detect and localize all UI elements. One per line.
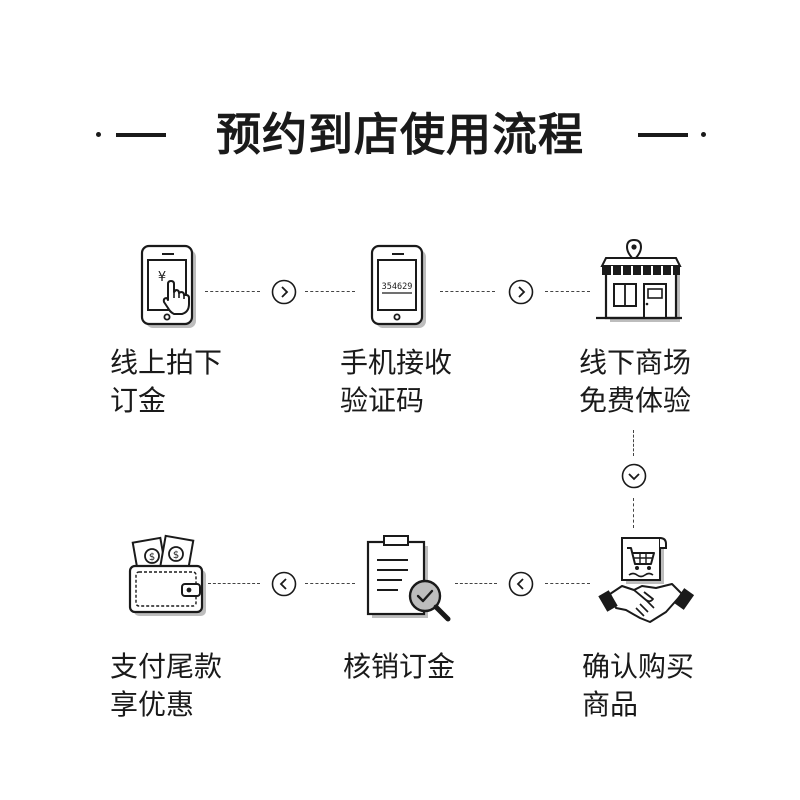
step-label-4: 确认购买 商品	[582, 648, 694, 724]
connector-line	[545, 583, 590, 584]
connector-line	[633, 430, 634, 456]
phone-yuan-tap-icon: ¥	[118, 238, 218, 338]
step-label-line: 手机接收	[340, 346, 453, 379]
step-label-line: 支付尾款	[110, 650, 223, 683]
step-label-line: 享优惠	[110, 688, 195, 721]
connector-line	[440, 291, 495, 292]
decoration-dot	[701, 132, 706, 137]
title-decoration-left	[96, 132, 176, 137]
svg-text:$: $	[173, 550, 179, 561]
chevron-left-icon	[271, 571, 297, 597]
step-label-line: 免费体验	[579, 384, 692, 417]
step-label-line: 确认购买	[582, 650, 695, 683]
handshake-cart-icon	[596, 532, 696, 632]
connector-line	[305, 291, 355, 292]
phone-code-icon: 354629	[348, 238, 448, 338]
step-label-line: 核销订金	[343, 650, 456, 683]
chevron-right-icon	[508, 279, 534, 305]
svg-text:$: $	[149, 552, 155, 563]
step-label-1: 线上拍下 订金	[110, 344, 222, 420]
verification-code-text: 354629	[382, 282, 413, 292]
document-check-icon	[358, 534, 458, 634]
svg-text:¥: ¥	[158, 270, 166, 285]
connector-line	[455, 583, 497, 584]
step-label-6: 支付尾款 享优惠	[110, 648, 222, 724]
step-label-line: 商品	[582, 688, 639, 721]
decoration-bar	[116, 133, 166, 137]
page-title: 预约到店使用流程	[215, 108, 584, 161]
connector-line	[545, 291, 590, 292]
chevron-right-icon	[271, 279, 297, 305]
decoration-bar	[638, 133, 688, 137]
title-row: 预约到店使用流程	[0, 100, 800, 170]
step-label-2: 手机接收 验证码	[340, 344, 452, 420]
chevron-down-icon	[621, 463, 647, 489]
chevron-left-icon	[508, 571, 534, 597]
connector-line	[633, 498, 634, 528]
connector-line	[205, 291, 260, 292]
storefront-icon	[586, 236, 686, 336]
step-label-3: 线下商场 免费体验	[579, 344, 691, 420]
connector-line	[208, 583, 260, 584]
step-label-5: 核销订金	[343, 648, 455, 686]
title-decoration-right	[632, 132, 712, 137]
step-label-line: 订金	[110, 384, 167, 417]
connector-line	[305, 583, 355, 584]
step-label-line: 验证码	[340, 384, 425, 417]
wallet-icon: $ $	[122, 530, 222, 630]
decoration-dot	[96, 132, 101, 137]
step-label-line: 线上拍下	[110, 346, 223, 379]
step-label-line: 线下商场	[579, 346, 692, 379]
